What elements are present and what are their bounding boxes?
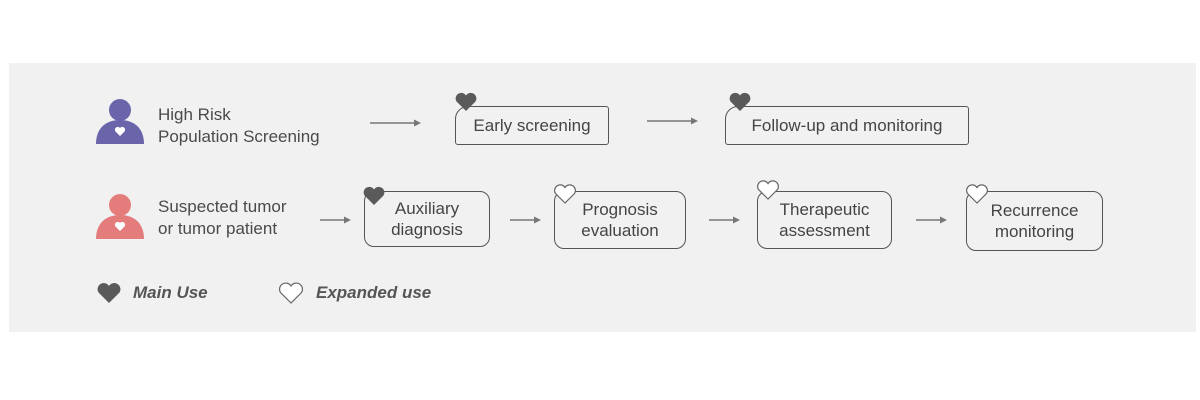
step-recurrence-monitoring: Recurrence monitoring [966, 191, 1103, 251]
person-icon-high-risk [96, 99, 144, 144]
step-prognosis-evaluation: Prognosis evaluation [554, 191, 686, 249]
row-label-high-risk: High Risk Population Screening [158, 104, 320, 148]
step-label: Prognosis [582, 200, 658, 219]
heart-filled-icon [455, 92, 477, 111]
heart-filled-icon [363, 186, 385, 205]
row-label-line: High Risk [158, 105, 231, 124]
arrow-icon [320, 216, 351, 224]
step-label: assessment [779, 221, 870, 240]
arrow-icon [916, 216, 947, 224]
person-icon-tumor-patient [96, 194, 144, 239]
legend-heart-outline-icon [278, 282, 304, 304]
step-follow-up-monitoring: Follow-up and monitoring [725, 106, 969, 145]
step-label: evaluation [581, 221, 659, 240]
step-label: Recurrence [990, 201, 1079, 220]
row-label-line: Population Screening [158, 127, 320, 146]
step-label: Therapeutic [779, 200, 870, 219]
step-label: Auxiliary [394, 199, 460, 218]
step-early-screening: Early screening [455, 106, 609, 145]
heart-outline-icon [554, 184, 576, 204]
arrow-icon [510, 216, 541, 224]
legend-expanded-use: Expanded use [316, 283, 432, 302]
step-label: monitoring [994, 222, 1075, 241]
legend-main-use: Main Use [133, 283, 208, 302]
step-therapeutic-assessment: Therapeutic assessment [757, 191, 892, 249]
heart-outline-icon [966, 184, 988, 204]
legend-heart-filled-icon [97, 283, 121, 303]
arrow-icon [709, 216, 740, 224]
heart-filled-icon [729, 92, 751, 111]
row-label-line: or tumor patient [158, 219, 278, 238]
step-label: diagnosis [391, 220, 463, 239]
step-label: Early screening [473, 116, 591, 135]
arrow-icon [647, 117, 698, 125]
arrow-icon [370, 119, 421, 127]
heart-outline-icon [757, 180, 779, 200]
row-label-tumor-patient: Suspected tumor or tumor patient [158, 196, 287, 240]
row-label-line: Suspected tumor [158, 197, 287, 216]
step-label: Follow-up and monitoring [751, 116, 943, 135]
step-auxiliary-diagnosis: Auxiliary diagnosis [364, 191, 490, 247]
